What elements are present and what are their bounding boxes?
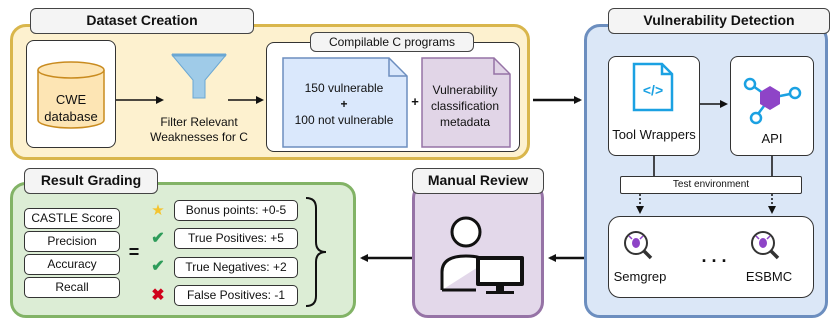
equals-sign: = bbox=[128, 241, 140, 262]
metric-precision: Precision bbox=[24, 231, 120, 252]
compilable-programs-title: Compilable C programs bbox=[310, 32, 474, 52]
api-label: API bbox=[761, 130, 783, 146]
rule-true-positives: True Positives: +5 bbox=[174, 228, 298, 249]
manual-review-title: Manual Review bbox=[412, 168, 544, 194]
dataset-creation-title: Dataset Creation bbox=[30, 8, 254, 34]
test-environment-box: Test environment bbox=[620, 176, 802, 194]
tools-ellipsis: . . . bbox=[701, 245, 727, 266]
tools-box bbox=[608, 216, 814, 298]
result-grading-title: Result Grading bbox=[24, 168, 158, 194]
cross-icon: ✖ bbox=[151, 287, 165, 304]
semgrep-label: Semgrep bbox=[613, 268, 667, 284]
metadata-doc-text: Vulnerability classification metadata bbox=[430, 83, 500, 129]
filter-label: Filter Relevant Weaknesses for C bbox=[150, 115, 248, 144]
cwe-label: CWE database bbox=[38, 90, 104, 126]
tool-wrappers-label: Tool Wrappers bbox=[612, 127, 696, 142]
vulnerable-count: 150 vulnerable bbox=[304, 81, 384, 95]
check-icon: ✔ bbox=[151, 230, 165, 247]
rule-false-positives: False Positives: -1 bbox=[174, 285, 298, 306]
not-vulnerable-count: 100 not vulnerable bbox=[294, 113, 394, 127]
plus-sign: + bbox=[340, 97, 348, 111]
esbmc-label: ESBMC bbox=[745, 268, 793, 284]
metric-accuracy: Accuracy bbox=[24, 254, 120, 275]
check-icon: ✔ bbox=[151, 258, 165, 275]
manual-review-panel bbox=[412, 182, 544, 318]
rule-bonus-points: Bonus points: +0-5 bbox=[174, 200, 298, 221]
cwe-label-line1: CWE bbox=[55, 92, 87, 107]
vulnerable-doc-text: 150 vulnerable + 100 not vulnerable bbox=[283, 72, 405, 136]
cwe-label-line2: database bbox=[44, 109, 98, 124]
metric-castle-score: CASTLE Score bbox=[24, 208, 120, 229]
star-icon: ★ bbox=[151, 202, 165, 219]
vulnerability-detection-title: Vulnerability Detection bbox=[608, 8, 830, 34]
plus-between-docs: + bbox=[411, 93, 419, 109]
rule-true-negatives: True Negatives: +2 bbox=[174, 257, 298, 278]
metric-recall: Recall bbox=[24, 277, 120, 298]
